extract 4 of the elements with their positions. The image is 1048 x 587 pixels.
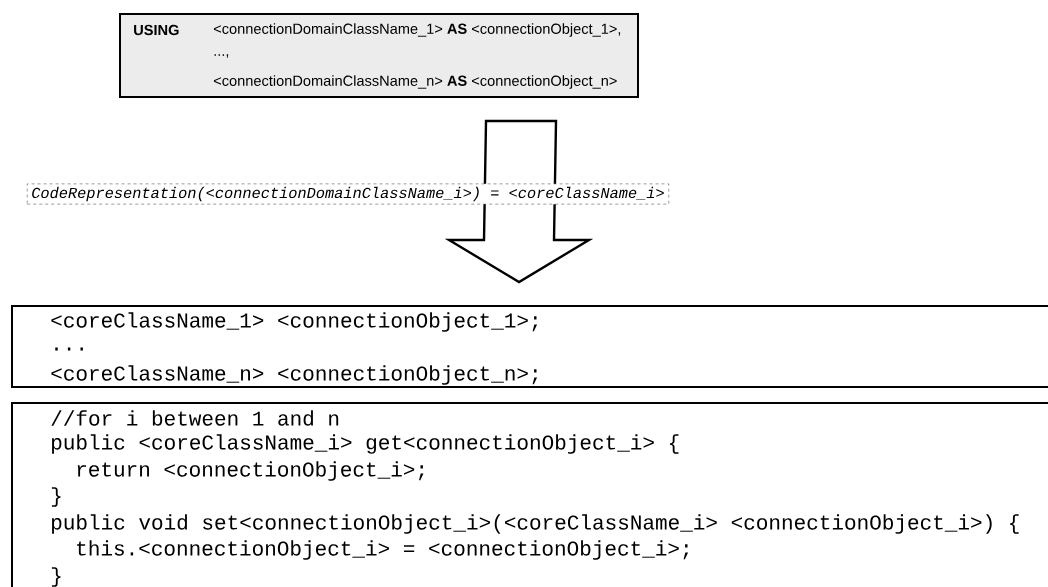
using-box: USING <connectionDomainClassName_1> AS <connectionObject_1>, ..., <connectionDomainClassName_n> AS <connectionObject_n> [119,13,639,98]
code-box: <coreClassName_1> <connectionObject_1>; ... <coreClassName_n> <connectionObject_n>; [11,305,1048,388]
edge-label: CodeRepresentation(<connectionDomainClassName_i>) = <coreClassName_i> [27,183,669,205]
code-box: //for i between 1 and n public <coreClassName_i> get<connectionObject_i> { return <connectionObject_i>; } public void set<connectionObject_i>(<coreClassName_i> <connectionObject_i>) { this.<connectionObject_i> = <connectionObject_i>; } [11,402,1048,587]
